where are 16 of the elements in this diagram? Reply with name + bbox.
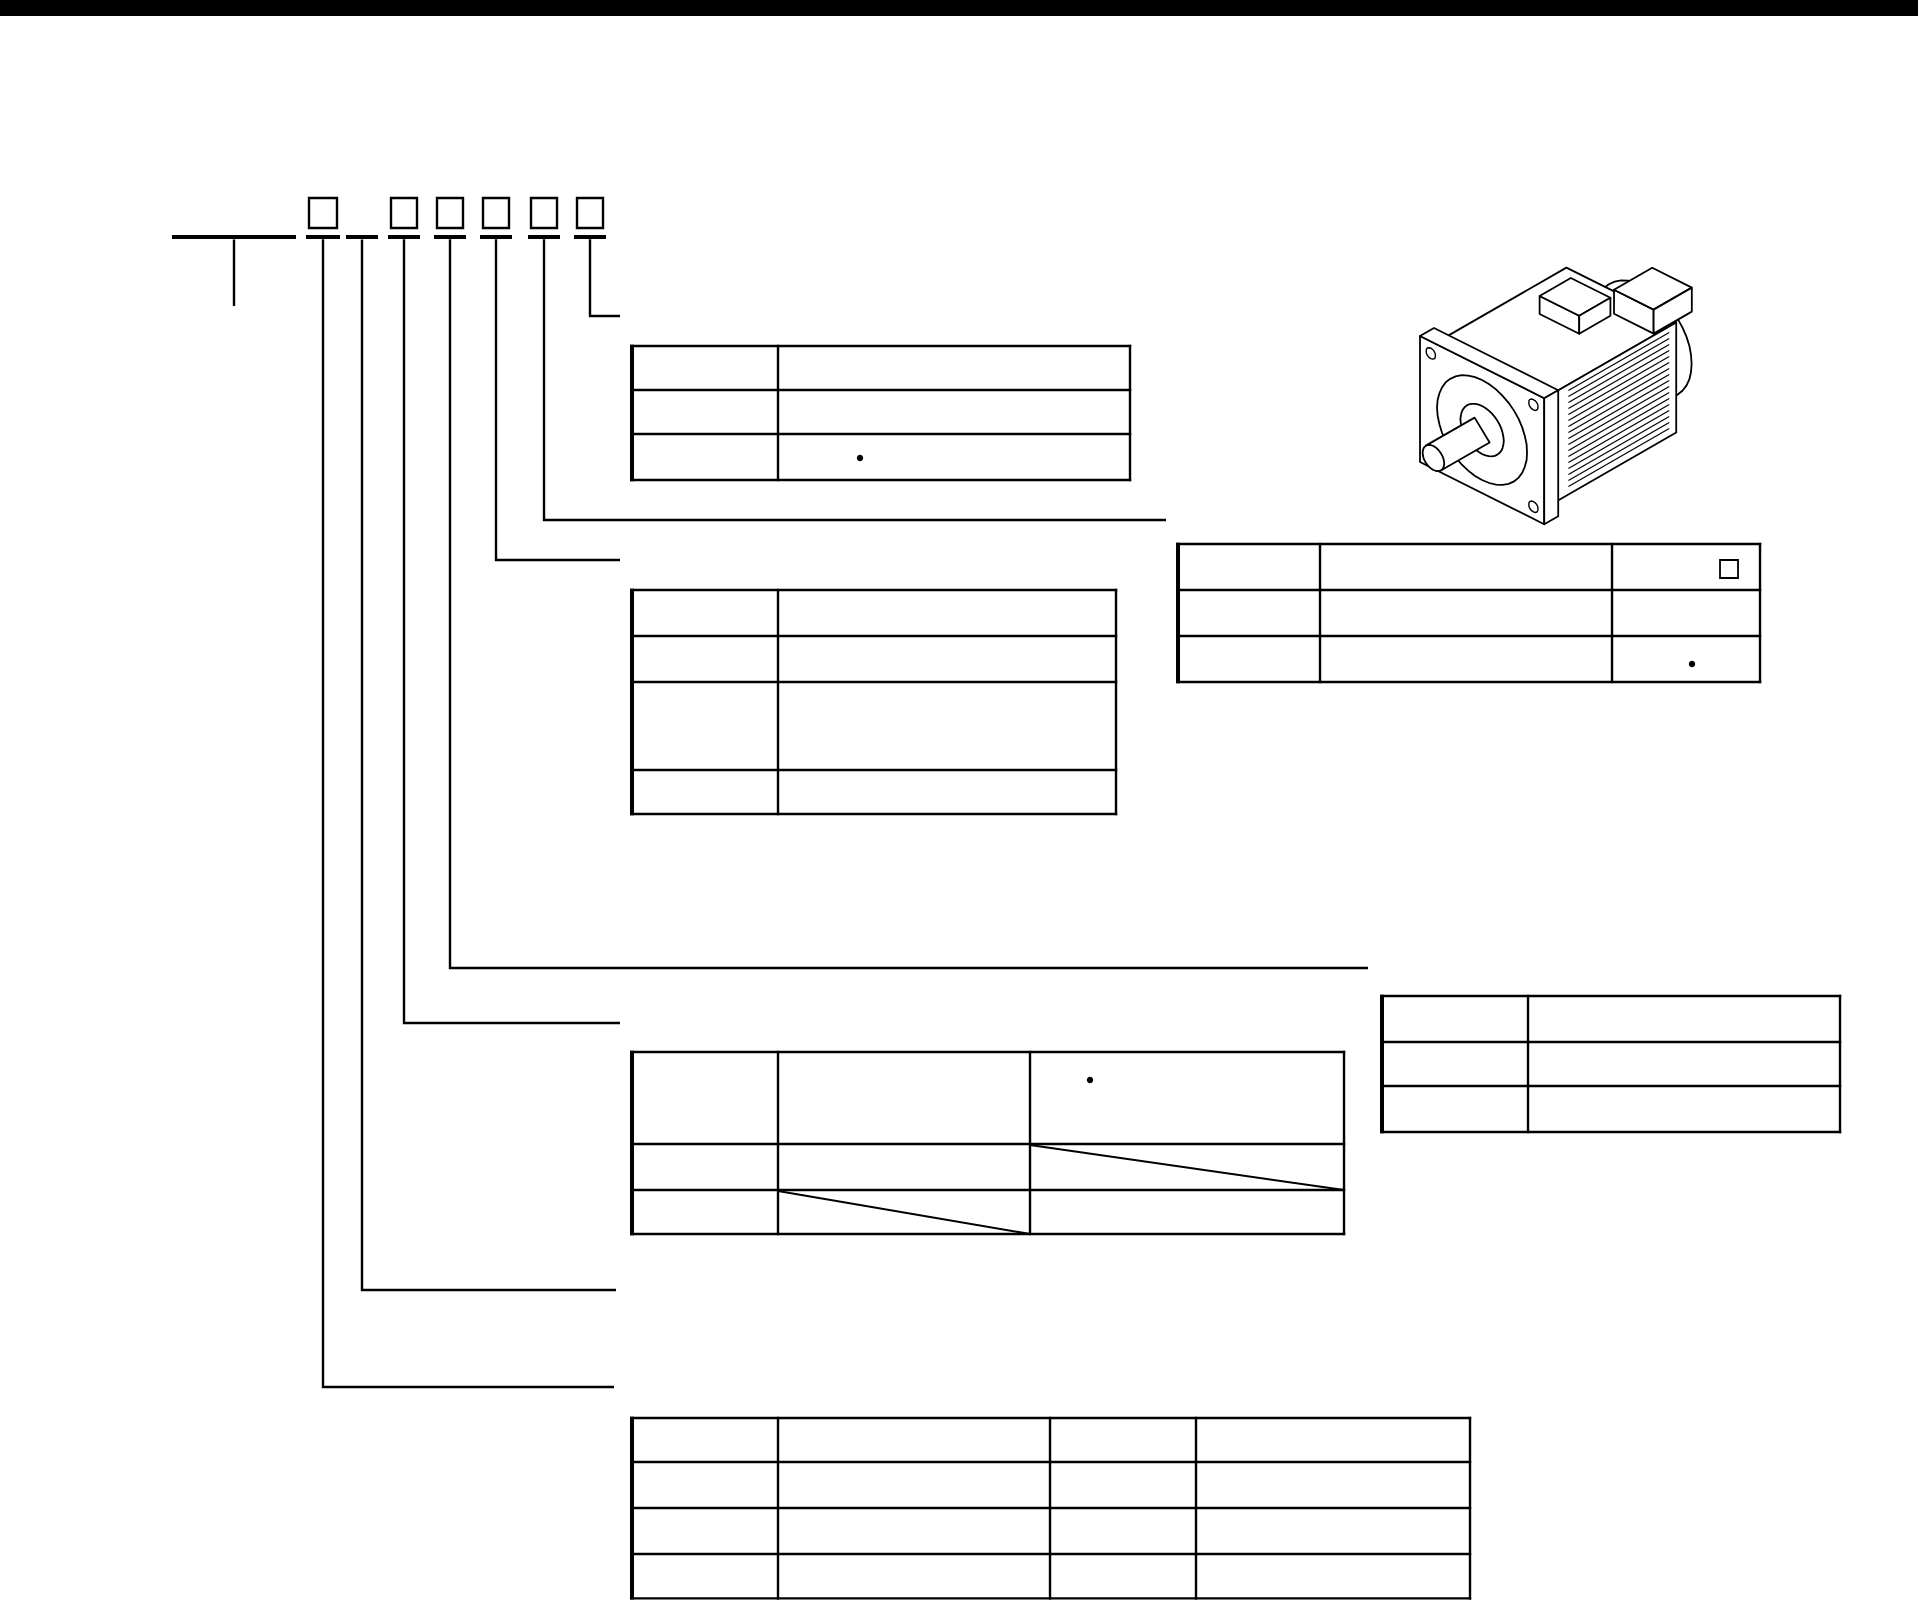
leader-line xyxy=(542,239,1166,522)
placeholder-box xyxy=(528,196,560,239)
leader-line xyxy=(494,239,620,562)
placeholder-box xyxy=(480,196,512,239)
underline xyxy=(346,235,378,239)
leader-line xyxy=(588,239,620,318)
leader-line xyxy=(448,239,1368,970)
placeholder-box xyxy=(434,196,466,239)
leader-line xyxy=(402,239,620,1025)
placeholder-box xyxy=(306,196,340,239)
leader-line xyxy=(321,239,614,1389)
placeholder-box xyxy=(574,196,606,239)
placeholder-box xyxy=(388,196,420,239)
leader-line xyxy=(360,239,616,1292)
underline xyxy=(172,235,296,239)
leader-line xyxy=(232,239,236,306)
